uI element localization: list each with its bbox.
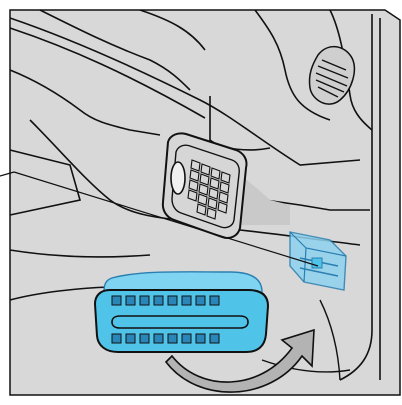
obd-connector-icon (95, 272, 268, 352)
